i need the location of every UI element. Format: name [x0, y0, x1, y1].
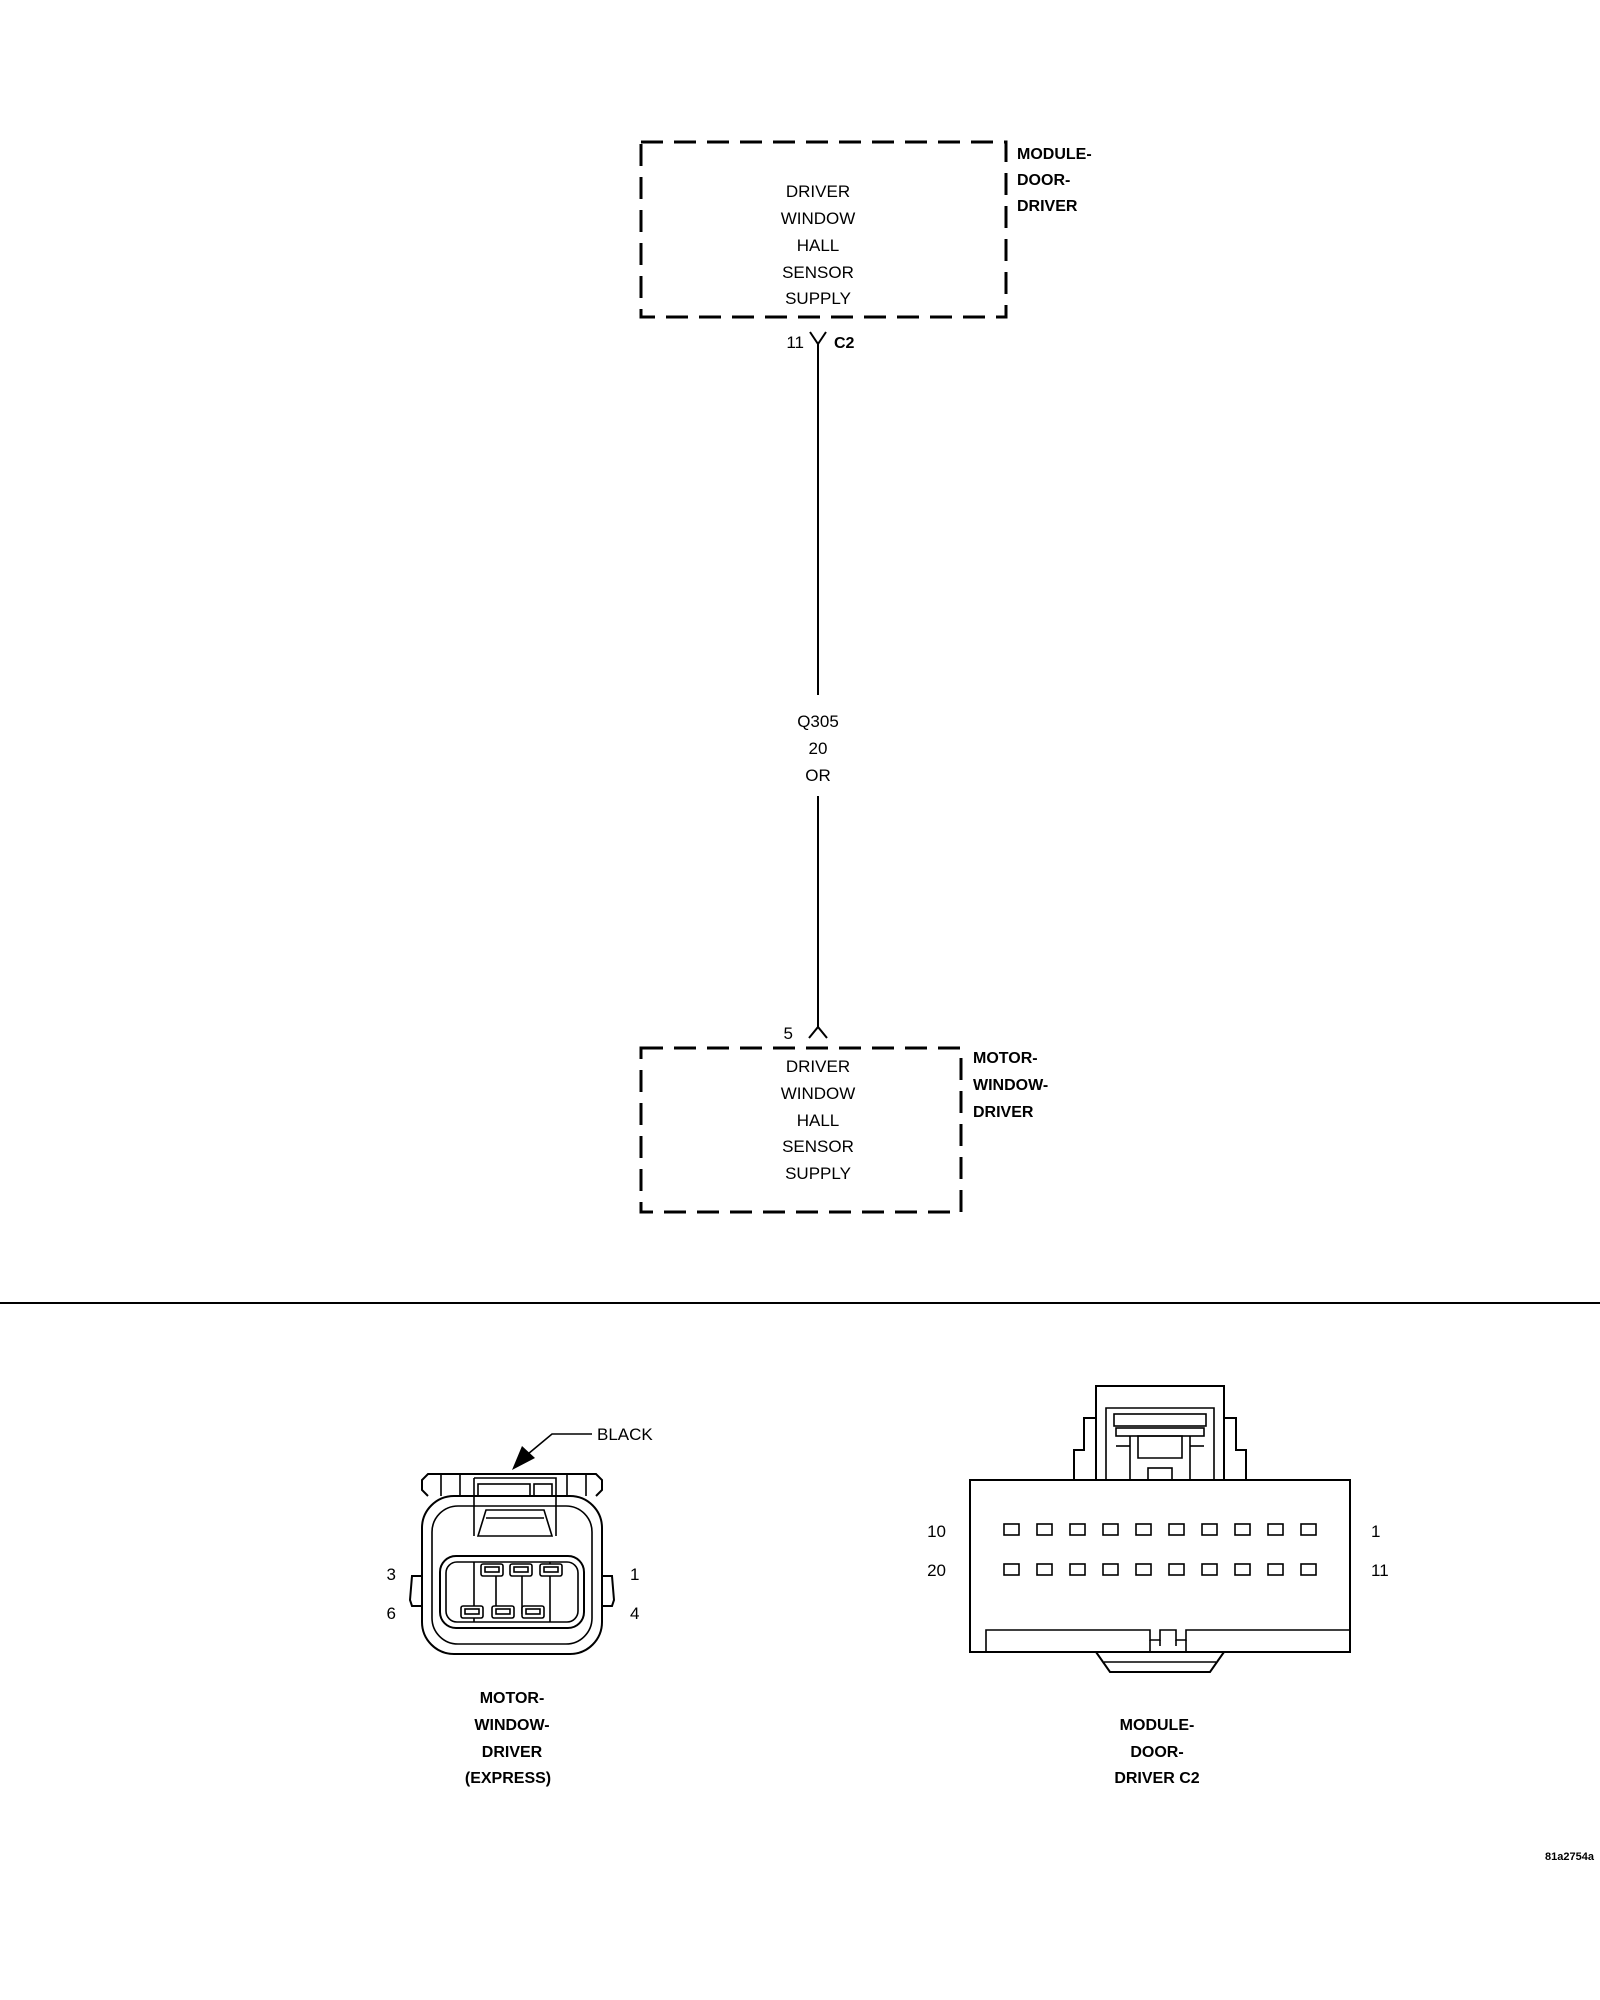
connector-left-pin-label-top-left: 3 [387, 1565, 396, 1584]
connector-right-pin-label-bottom-right: 11 [1371, 1561, 1389, 1580]
connector-color-leader-line [527, 1433, 592, 1455]
module-door-driver-name-line-1: MODULE- [1017, 146, 1092, 163]
connector-right-caption-line-1: MODULE- [1120, 1717, 1195, 1734]
motor-window-driver-name-line-3: DRIVER [973, 1104, 1034, 1121]
motor-window-driver-pin-number: 5 [784, 1024, 793, 1043]
c2-cavity-14 [1201, 1563, 1218, 1576]
module-door-driver-function-line-1: DRIVER [786, 182, 850, 201]
c2-cavity-13 [1234, 1563, 1251, 1576]
motor-terminal-symbol [808, 1025, 828, 1039]
connector-right-pin-label-bottom-left: 20 [927, 1561, 946, 1580]
module-door-driver-connector-id: C2 [834, 335, 855, 352]
motor-window-driver-name-line-2: WINDOW- [973, 1077, 1048, 1094]
motor-window-driver-function-line-4: SENSOR [782, 1137, 854, 1156]
module-door-driver-function-line-2: WINDOW [781, 209, 856, 228]
c2-cavity-20 [1003, 1563, 1020, 1576]
connector-left-caption-line-1: MOTOR- [480, 1690, 545, 1707]
connector-side-tab-left [408, 1575, 422, 1607]
module-door-driver-function-line-5: SUPPLY [785, 289, 851, 308]
connector-c2-cavity-row-2 [1003, 1563, 1317, 1576]
motor-window-driver-name-line-1: MOTOR- [973, 1050, 1038, 1067]
c2-cavity-10 [1003, 1523, 1020, 1536]
module-door-driver-name-line-3: DRIVER [1017, 198, 1078, 215]
figure-id: 81a2754a [1545, 1851, 1595, 1863]
wire-color-label: OR [805, 766, 831, 785]
motor-window-driver: 5 DRIVER WINDOW HALL SENSOR SUPPLY MOTOR… [639, 1024, 1048, 1214]
c2-cavity-15 [1168, 1563, 1185, 1576]
connector-left-caption-line-2: WINDOW- [474, 1717, 549, 1734]
connector-module-door-driver-c2: 10 1 20 11 MODULE- DOOR- DRIVER C2 [927, 1385, 1389, 1787]
connector-cavity-block [439, 1555, 585, 1629]
connector-left-caption-line-3: DRIVER [482, 1744, 543, 1761]
connector-left-pin-label-bottom-left: 6 [387, 1604, 396, 1623]
c2-cavity-9 [1036, 1523, 1053, 1536]
connector-color-arrowhead [512, 1446, 535, 1470]
module-door-driver-name-line-2: DOOR- [1017, 172, 1070, 189]
wire-circuit-label: Q305 [797, 712, 839, 731]
connector-housing-outer [421, 1495, 603, 1655]
c2-cavity-2 [1267, 1523, 1284, 1536]
connector-pins-top-row [480, 1563, 563, 1577]
c2-cavity-1 [1300, 1523, 1317, 1536]
c2-cavity-6 [1135, 1523, 1152, 1536]
c2-cavity-11 [1300, 1563, 1317, 1576]
connector-c2-terminal-symbol [809, 331, 827, 352]
c2-cavity-12 [1267, 1563, 1284, 1576]
connector-motor-window-driver-express: BLACK [387, 1425, 654, 1787]
module-door-driver-function-line-4: SENSOR [782, 263, 854, 282]
connector-left-caption-line-4: (EXPRESS) [465, 1770, 551, 1787]
connector-right-caption-line-3: DRIVER C2 [1114, 1770, 1199, 1787]
c2-cavity-18 [1069, 1563, 1086, 1576]
connector-right-pin-label-top-left: 10 [927, 1522, 946, 1541]
connector-color-label: BLACK [597, 1425, 653, 1444]
module-door-driver-box [639, 140, 1008, 319]
connector-c2-latch [1073, 1385, 1247, 1481]
motor-window-driver-function-line-5: SUPPLY [785, 1164, 851, 1183]
connector-c2-bottom-rail [985, 1629, 1350, 1652]
c2-cavity-17 [1102, 1563, 1119, 1576]
connector-c2-cavity-row-1 [1003, 1523, 1317, 1536]
module-door-driver-pin-number: 11 [786, 333, 804, 352]
c2-cavity-8 [1069, 1523, 1086, 1536]
c2-cavity-16 [1135, 1563, 1152, 1576]
motor-window-driver-box [639, 1046, 963, 1214]
wire-gauge-label: 20 [809, 739, 828, 758]
connector-right-pin-label-top-right: 1 [1371, 1522, 1380, 1541]
motor-window-driver-function-line-2: WINDOW [781, 1084, 856, 1103]
c2-cavity-3 [1234, 1523, 1251, 1536]
c2-cavity-5 [1168, 1523, 1185, 1536]
motor-window-driver-function-line-3: HALL [797, 1111, 840, 1130]
connector-left-pin-label-top-right: 1 [630, 1565, 639, 1584]
c2-cavity-4 [1201, 1523, 1218, 1536]
module-door-driver: DRIVER WINDOW HALL SENSOR SUPPLY MODULE-… [639, 140, 1092, 352]
connector-c2-body [969, 1479, 1351, 1653]
connector-c2-bottom-key [1095, 1651, 1225, 1673]
connector-pins-bottom-row [460, 1605, 545, 1619]
module-door-driver-function-line-3: HALL [797, 236, 840, 255]
wire-q305: Q305 20 OR [797, 350, 839, 1028]
motor-window-driver-function-line-1: DRIVER [786, 1057, 850, 1076]
connector-side-tab-right [602, 1575, 616, 1607]
connector-right-caption-line-2: DOOR- [1130, 1744, 1183, 1761]
c2-cavity-19 [1036, 1563, 1053, 1576]
connector-left-pin-label-bottom-right: 4 [630, 1604, 639, 1623]
c2-cavity-7 [1102, 1523, 1119, 1536]
connector-housing-inner [431, 1505, 593, 1645]
connector-latch [421, 1473, 603, 1537]
